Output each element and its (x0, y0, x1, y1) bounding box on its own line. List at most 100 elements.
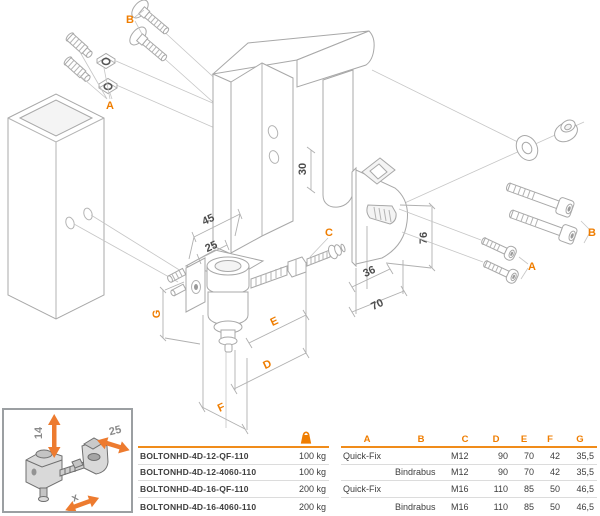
spec-header-c: C (449, 431, 481, 448)
label-f: F (216, 401, 227, 415)
anchor-sleeve-1 (65, 32, 93, 58)
cell-b: Bindrabus (395, 501, 436, 512)
cell-b (393, 481, 449, 499)
spec-header-b: B (393, 431, 449, 448)
cell-d: 90 (481, 448, 511, 465)
cell-c: M16 (449, 481, 481, 499)
dim-25-label: 25 (203, 239, 219, 255)
dim-70 (348, 285, 408, 318)
cell-g: 46,5 (563, 481, 597, 499)
hinge-sleeve-cylinder (322, 69, 354, 208)
gap-cell (329, 481, 341, 498)
button-screw-a2 (483, 260, 519, 284)
cell-f: 42 (537, 448, 563, 465)
cell-a (341, 498, 393, 515)
dim-e (202, 262, 310, 430)
carriage-bolt-b2 (129, 26, 168, 62)
depth-adjust-arrow (65, 495, 100, 513)
captive-nut-2 (98, 77, 118, 95)
cell-f: 42 (537, 465, 563, 482)
socket-screw-b1 (506, 182, 575, 218)
dim-30-label: 30 (297, 163, 309, 175)
inset-dim-width: 25 (108, 424, 123, 439)
max-weight: 100 kg (283, 465, 329, 482)
anchor-sleeve-2 (63, 56, 91, 82)
spec-header-gap (329, 431, 341, 448)
dim-45 (188, 208, 243, 260)
adjuster-rod (250, 243, 346, 289)
label-b-right: B (588, 227, 596, 239)
inset-drawing: 14 25 x (25, 414, 130, 513)
socket-screw-b2 (509, 209, 578, 245)
wall-bracket (351, 121, 585, 268)
inset-dim-var: x (70, 491, 81, 505)
lateral-adjust-arrow (97, 437, 130, 454)
cell-a: Quick-Fix (341, 448, 393, 465)
spec-header-a: A (341, 431, 393, 448)
label-e: E (269, 315, 281, 329)
cell-a (341, 465, 393, 482)
cell-f: 50 (537, 481, 563, 499)
button-screw-a1 (481, 237, 517, 261)
cell-g: 35,5 (563, 448, 597, 465)
cell-e: 70 (511, 448, 537, 465)
label-a-top: A (106, 100, 114, 112)
cell-c: M16 (451, 501, 469, 512)
cell-c: M12 (449, 465, 481, 482)
cell-g: 35,5 (563, 465, 597, 482)
cell-b (393, 448, 449, 465)
cell-f: 50 (549, 501, 560, 512)
dim-d (230, 347, 310, 395)
captive-nut-1 (96, 52, 116, 70)
spec-header-d: D (481, 431, 511, 448)
flange-nut (554, 119, 578, 143)
washer (515, 135, 539, 161)
vertical-adjust-arrow (48, 414, 61, 458)
cell-g: 46,5 (576, 501, 594, 512)
wall-post (7, 93, 105, 320)
gap-cell (329, 448, 341, 465)
cell-b: Bindrabus (393, 465, 449, 482)
cell-e: 85 (523, 501, 534, 512)
max-weight: 200 kg (298, 501, 326, 512)
gap-cell (329, 465, 341, 482)
cell-d: 90 (481, 465, 511, 482)
product-code: BOLTONHD-4D-12-QF-110 (138, 448, 283, 465)
inset-dim-height: 14 (33, 426, 45, 439)
cell-a: Quick-Fix (341, 481, 393, 499)
label-a-right: A (528, 261, 536, 273)
dim-25 (196, 239, 230, 265)
cell-d: 110 (481, 481, 511, 499)
spec-header-code (138, 431, 283, 448)
product-code: BOLTONHD-4D-16-4060-110 (140, 501, 257, 512)
label-c: C (325, 227, 333, 239)
dim-45-label: 45 (200, 212, 216, 228)
inset-hinge (25, 437, 109, 502)
hinge-adjustment-inset: 14 25 x (2, 408, 133, 513)
cell-d: 110 (493, 501, 508, 512)
dim-30 (306, 146, 316, 194)
cell-e: 70 (511, 465, 537, 482)
weight-icon (283, 431, 329, 448)
cell-e: 85 (511, 481, 537, 499)
dim-76 (385, 202, 436, 272)
spec-header-e: E (511, 431, 537, 448)
label-g: G (151, 310, 163, 319)
dim-70-label: 70 (369, 297, 385, 313)
hinge-assembly (167, 249, 265, 428)
max-weight: 100 kg (283, 448, 329, 465)
gap-cell (329, 498, 341, 515)
spec-header-g: G (563, 431, 597, 448)
spec-header-f: F (537, 431, 563, 448)
product-code: BOLTONHD-4D-12-4060-110 (138, 465, 283, 482)
carriage-bolt-b1 (131, 0, 170, 35)
dim-g (159, 281, 201, 345)
dim-36-label: 36 (361, 264, 377, 280)
dim-76-label: 76 (418, 232, 430, 244)
gate-frame-corner (211, 30, 375, 255)
dim-36 (348, 226, 404, 314)
spec-table: A B C D E F G BOLTONHD-4D-12-QF-110 100 … (138, 431, 599, 515)
dim-f (198, 401, 249, 435)
max-weight: 200 kg (283, 481, 329, 499)
